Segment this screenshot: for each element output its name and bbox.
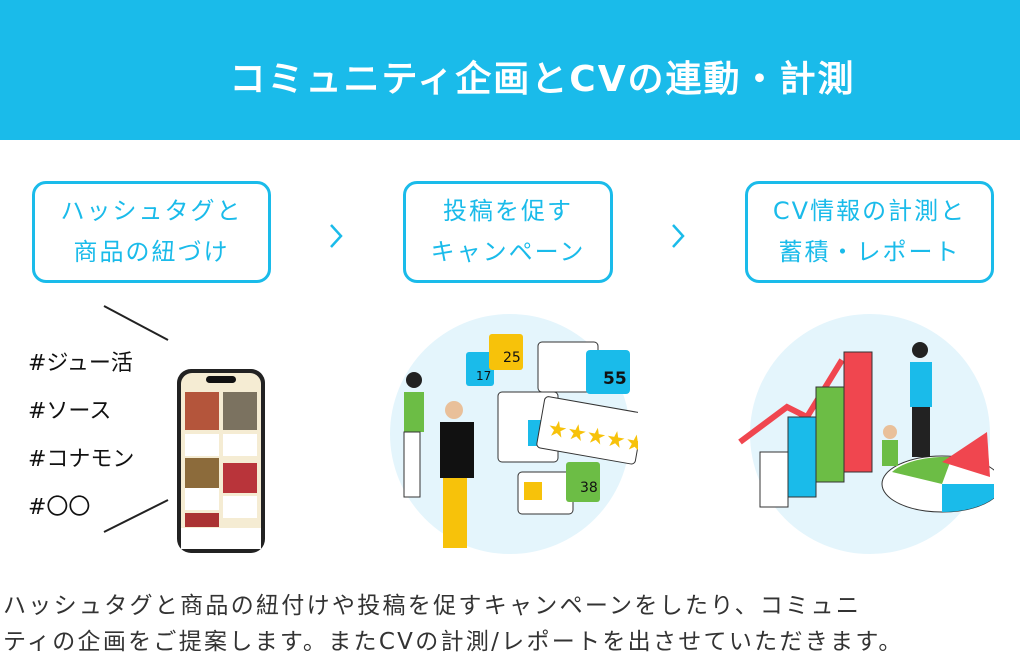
header-banner: コミュニティ企画とCVの連動・計測 <box>0 0 1020 140</box>
chevron-right-icon <box>330 224 343 248</box>
campaign-illustration: 17 25 55 ★★★★★ 38 <box>390 314 638 554</box>
step-campaign: 投稿を促す キャンペーン <box>403 181 613 283</box>
hashtag: #ソース <box>28 399 112 424</box>
hashtag: #コナモン <box>28 447 135 472</box>
like-count: 55 <box>603 369 627 389</box>
hashtag: #〇〇 <box>28 495 91 520</box>
hashtag: #ジュー活 <box>28 351 133 376</box>
like-count-small: 17 <box>476 369 491 383</box>
step-label: キャンペーン <box>430 238 586 266</box>
description-line-1: ハッシュタグと商品の紐付けや投稿を促すキャンペーンをしたり、コミュニ <box>3 593 862 619</box>
step-label: 商品の紐づけ <box>73 238 230 266</box>
chevron-right-icon <box>672 224 685 248</box>
step-hashtag-linking: ハッシュタグと 商品の紐づけ <box>32 181 271 283</box>
step-label: ハッシュタグと <box>60 197 243 225</box>
step-label: 蓄積・レポート <box>778 238 961 266</box>
comment-count: 38 <box>580 480 598 496</box>
step-label: CV情報の計測と <box>772 197 967 225</box>
description-line-2: ティの企画をご提案します。またCVの計測/レポートを出させていただきます。 <box>3 629 904 655</box>
step-label: 投稿を促す <box>443 197 573 225</box>
step-cv-measurement: CV情報の計測と 蓄積・レポート <box>745 181 994 283</box>
user-count: 25 <box>503 350 521 366</box>
smartphone-illustration <box>177 369 265 553</box>
page-title: コミュニティ企画とCVの連動・計測 <box>229 59 856 100</box>
connector-lines <box>103 305 169 533</box>
analytics-illustration <box>738 314 994 554</box>
